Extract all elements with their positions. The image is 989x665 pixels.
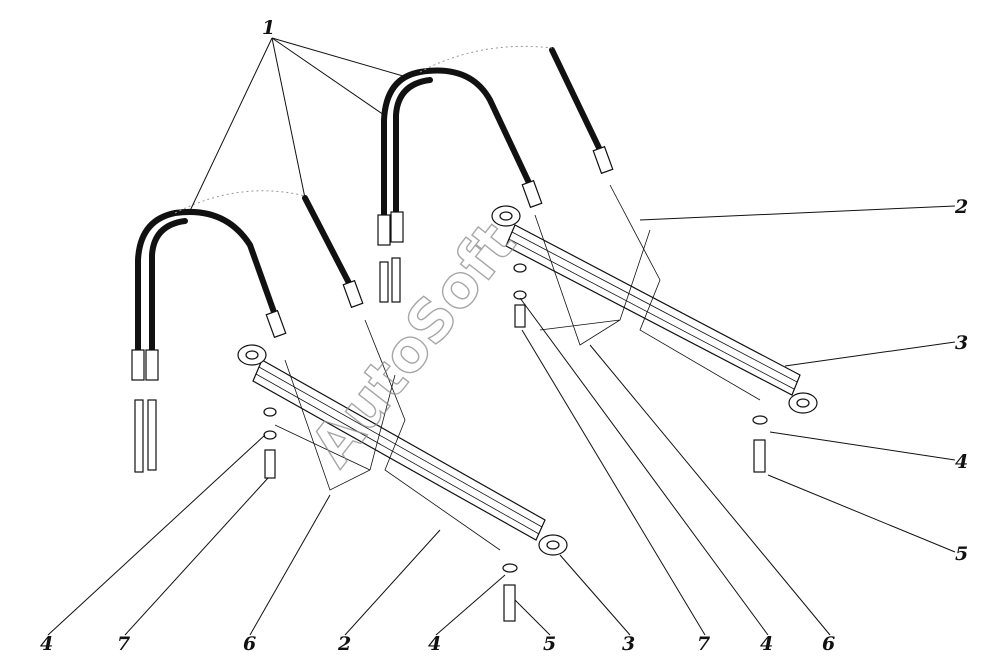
left-loose-fitting-2 xyxy=(147,399,157,471)
right-fitting-4 xyxy=(592,145,614,175)
right-fitting-3 xyxy=(521,179,543,209)
callouts: 1 2 3 4 5 4 7 6 2 4 5 3 7 4 6 xyxy=(40,17,968,655)
left-fitting-4 xyxy=(342,279,364,309)
left-fitting-1 xyxy=(131,349,145,381)
callout-bracket-left: 2 xyxy=(337,633,351,655)
callout-bolt-right: 5 xyxy=(955,543,968,565)
left-fitting-2 xyxy=(145,349,159,381)
callout-washer-bottom-right: 4 xyxy=(760,633,773,655)
left-hose-dash xyxy=(174,190,306,214)
right-loose-fitting-1 xyxy=(379,261,389,303)
right-fitting-2 xyxy=(390,211,404,243)
right-hose-b xyxy=(393,77,433,218)
callout-cylinder-right: 3 xyxy=(955,332,968,354)
left-washer-low xyxy=(502,563,518,573)
right-loose-fitting-2 xyxy=(391,257,401,303)
right-hose-c xyxy=(549,47,603,153)
right-assembly xyxy=(377,45,818,473)
left-cylinder xyxy=(237,344,568,556)
callout-washer-center: 4 xyxy=(428,633,441,655)
left-pin xyxy=(264,449,276,479)
left-hose-c xyxy=(302,195,353,288)
right-fitting-1 xyxy=(377,214,391,246)
left-loose-fitting-1 xyxy=(134,399,144,473)
left-hose-b xyxy=(149,218,188,353)
right-washer-top xyxy=(513,263,527,273)
right-bolt xyxy=(753,439,766,473)
callout-pin-left: 7 xyxy=(117,633,130,655)
callout-bolt-center: 5 xyxy=(543,633,556,655)
right-hose-dash xyxy=(419,45,553,73)
right-support-frame xyxy=(534,184,761,401)
callout-pin-right: 7 xyxy=(697,633,710,655)
callout-hose: 1 xyxy=(262,17,275,39)
left-washer-mid xyxy=(263,430,277,440)
left-support-frame xyxy=(274,319,501,551)
callout-support-left: 6 xyxy=(243,633,256,655)
callout-cylinder-center: 3 xyxy=(622,633,635,655)
left-assembly xyxy=(131,190,568,622)
callout-washer-right: 4 xyxy=(955,451,968,473)
callout-bracket-right: 2 xyxy=(954,196,968,218)
callout-washer-left: 4 xyxy=(40,633,53,655)
left-washer-top xyxy=(263,407,277,417)
leader-lines xyxy=(47,37,956,636)
left-bolt xyxy=(503,584,516,622)
right-washer-low xyxy=(752,415,768,425)
callout-support-right: 6 xyxy=(822,633,835,655)
right-washer-mid xyxy=(513,290,527,300)
right-pin xyxy=(514,304,526,328)
right-cylinder xyxy=(491,205,818,414)
left-fitting-3 xyxy=(265,309,287,339)
